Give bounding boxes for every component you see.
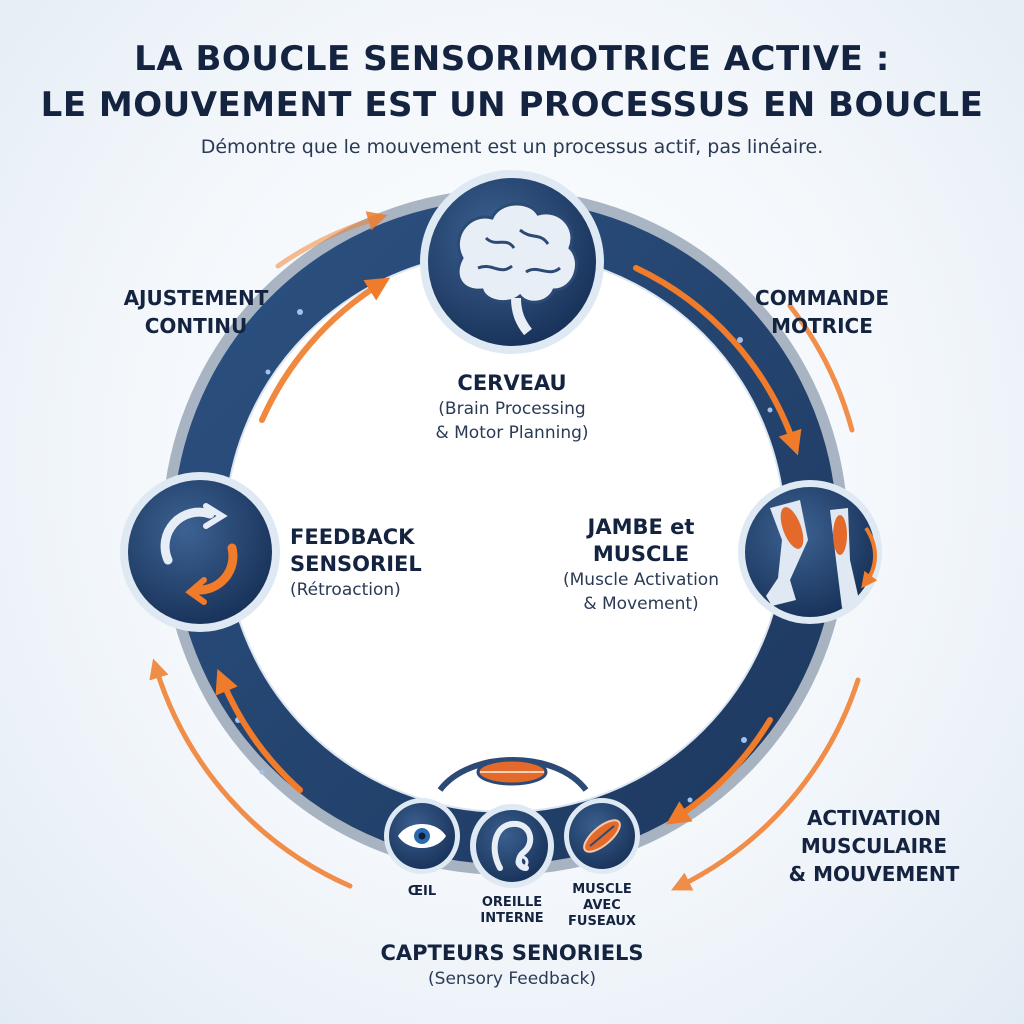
arrow-adjust-outer: [275, 211, 388, 269]
arrow-command-inner: [633, 265, 802, 456]
title-line-1: LA BOUCLE SENSORIMOTRICE ACTIVE :: [134, 39, 890, 79]
label-activation-line2: MUSCULAIRE: [800, 834, 948, 858]
inner-ear-icon: [491, 820, 534, 871]
arrow-feedback-outer: [149, 658, 353, 889]
spindle-label-line2: AVEC: [583, 898, 621, 913]
feedback-title-1: FEEDBACK: [290, 525, 415, 549]
muscle-spindle-icon: [583, 819, 621, 853]
arrow-feedback-inner: [215, 668, 303, 793]
spindle-label: MUSCLE AVEC FUSEAUX: [560, 882, 644, 930]
label-continuous-adjustment: AJUSTEMENT CONTINU: [96, 284, 296, 340]
outer-orange-arrows: [149, 211, 861, 891]
leg-sub-2: & Movement): [583, 594, 699, 614]
brain-label: CERVEAU (Brain Processing & Motor Planni…: [392, 370, 632, 445]
ear-label: OREILLE INTERNE: [470, 895, 554, 927]
leg-label: JAMBE et MUSCLE (Muscle Activation & Mov…: [536, 514, 746, 616]
cycle-arrows-icon: [160, 503, 238, 605]
feedback-sub: (Rétroaction): [290, 580, 401, 600]
arrow-adjust-inner: [259, 277, 391, 423]
leg-title-1: JAMBE et: [587, 515, 695, 539]
feedback-node: [120, 472, 280, 632]
ear-label-line1: OREILLE: [481, 895, 543, 910]
label-activation-line3: & MOUVEMENT: [788, 862, 960, 886]
arrow-activation-outer: [671, 677, 861, 891]
eye-icon: [398, 824, 446, 848]
brain-sub-1: (Brain Processing: [438, 399, 586, 419]
sensors-title: CAPTEURS SENORIELS: [380, 941, 644, 965]
sensors-label: CAPTEURS SENORIELS (Sensory Feedback): [312, 940, 712, 991]
spindle-label-line3: FUSEAUX: [568, 914, 636, 929]
feedback-title-2: SENSORIEL: [290, 552, 422, 576]
leg-muscle-icon: [766, 500, 878, 608]
eye-label: ŒIL: [407, 884, 437, 899]
leg-node: [738, 480, 882, 624]
spindle-top-icon: [476, 758, 548, 786]
label-command-line2: MOTRICE: [771, 314, 873, 338]
brain-sub-2: & Motor Planning): [435, 423, 589, 443]
label-adjust-line2: CONTINU: [144, 314, 248, 338]
label-adjust-line1: AJUSTEMENT: [123, 286, 269, 310]
arrow-activation-inner: [665, 717, 773, 825]
label-command-line1: COMMANDE: [755, 286, 889, 310]
sensors-sub: (Sensory Feedback): [428, 969, 596, 989]
label-activation-line1: ACTIVATION: [806, 806, 942, 830]
feedback-label: FEEDBACK SENSORIEL (Rétroaction): [290, 524, 460, 602]
eye-sensor: [384, 798, 460, 874]
title-line-2: LE MOUVEMENT EST UN PROCESSUS EN BOUCLE: [40, 85, 984, 125]
brain-title: CERVEAU: [457, 371, 567, 395]
ear-label-line2: INTERNE: [480, 911, 544, 926]
arrow-command-outer: [787, 303, 855, 433]
label-muscle-activation: ACTIVATION MUSCULAIRE & MOUVEMENT: [764, 804, 984, 888]
leg-title-2: MUSCLE: [592, 542, 690, 566]
ring-sparkles: [235, 309, 773, 803]
leg-sub-1: (Muscle Activation: [563, 570, 719, 590]
subtitle: Démontre que le mouvement est un process…: [200, 136, 824, 158]
sensors-cluster: [384, 757, 640, 888]
label-motor-command: COMMANDE MOTRICE: [722, 284, 922, 340]
spindle-sensor: [564, 798, 640, 874]
ring-orange-arrows: [215, 265, 802, 825]
spindle-label-line1: MUSCLE: [572, 882, 632, 897]
ear-sensor: [470, 804, 554, 888]
brain-node: [420, 170, 604, 354]
page-title: LA BOUCLE SENSORIMOTRICE ACTIVE : LE MOU…: [0, 36, 1024, 128]
brain-icon: [456, 202, 579, 336]
